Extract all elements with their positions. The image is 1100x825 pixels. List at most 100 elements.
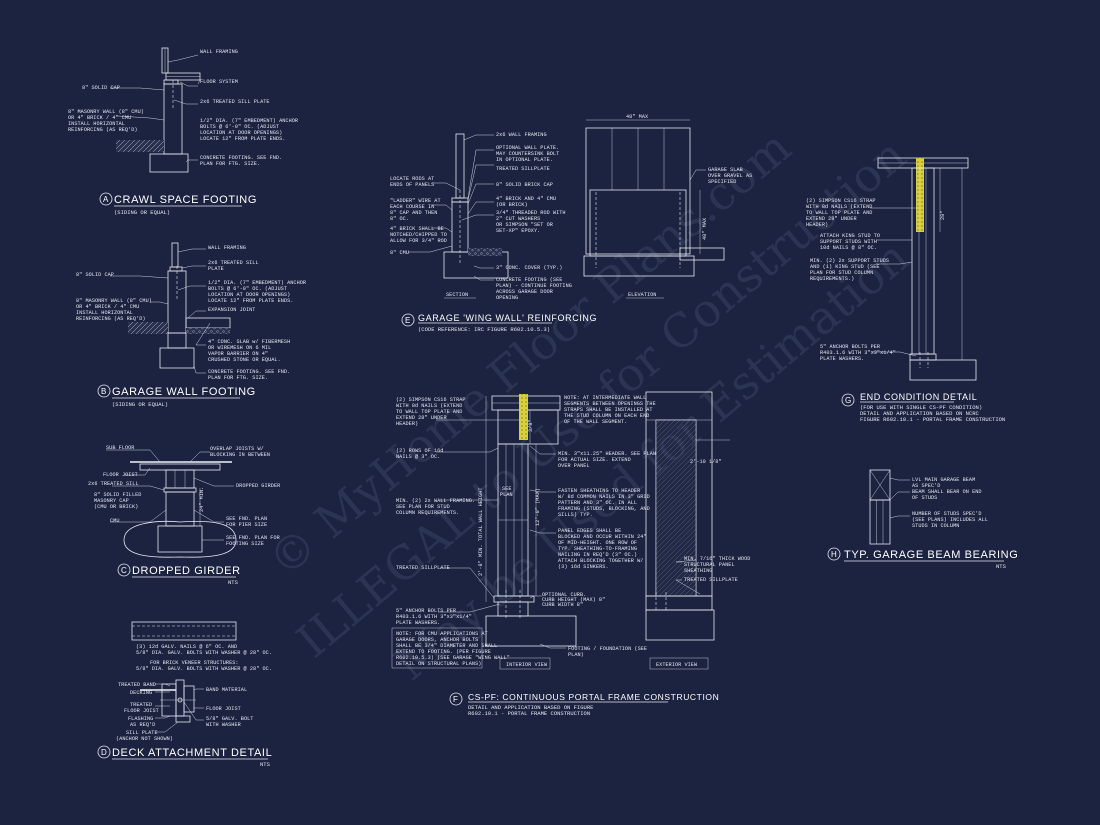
detail-letter: F bbox=[453, 695, 458, 704]
dimension: 2'-10 1/8" bbox=[690, 459, 722, 465]
note: CMU bbox=[110, 518, 120, 524]
note: STRUCTURAL PANEL bbox=[684, 562, 735, 568]
note: LOCATE 12" FROM PLATE ENDS. bbox=[208, 298, 293, 304]
note: MAY COUNTERSINK BOLT bbox=[496, 151, 559, 157]
note: CONCRETE FOOTING. SEE FND. bbox=[208, 369, 290, 375]
note: EXTEND TO FOOTING. (PER FIGURE bbox=[396, 649, 491, 655]
note: NAILS @ 3" OC. bbox=[396, 454, 440, 460]
note: FLASHING bbox=[128, 716, 153, 722]
detail-bubble bbox=[97, 745, 111, 759]
note: FOOTING / FOUNDATION (SEE bbox=[568, 646, 647, 652]
note: (SEE PLANS) INCLUDES ALL bbox=[912, 517, 988, 523]
note: ACROSS GARAGE DOOR bbox=[496, 289, 553, 295]
note: PATTERN AND 3" OC. IN ALL bbox=[558, 500, 637, 506]
note: SET-XP" EPOXY. bbox=[496, 228, 540, 234]
detail-subtitle: (SIDING OR EQUAL) bbox=[112, 401, 168, 408]
note: GARAGE DOORS, ANCHOR BOLTS bbox=[396, 637, 478, 643]
detail-title: GARAGE 'WING WALL' REINFORCING bbox=[418, 313, 597, 323]
detail-letter: H bbox=[831, 550, 837, 559]
note: (2) SIMPSON CS16 STRAP bbox=[396, 397, 466, 403]
note: EXTEND 28" UNDER bbox=[806, 216, 857, 222]
note: 2" CUT WASHERS bbox=[496, 216, 540, 222]
detail-subtitle: DETAIL AND APPLICATION BASED ON NCRC bbox=[860, 410, 980, 417]
note: WALL FRAMING bbox=[200, 49, 238, 55]
note: OF MID-HEIGHT. ONE ROW OF bbox=[558, 540, 637, 546]
note: SPECIFIED bbox=[708, 179, 736, 185]
dimension: 28" bbox=[940, 211, 946, 221]
note: OR 4" BRICK / 4" CMU bbox=[76, 304, 139, 310]
note: WALL FRAMING bbox=[208, 245, 246, 251]
note: 2x6 TREATED SILL bbox=[88, 481, 139, 487]
note: OF STUDS bbox=[912, 495, 937, 501]
detail-portal-frame: SEE PLAN 2'-8" MIN. TOTAL WALL HEIGHT 12… bbox=[391, 391, 750, 717]
note: INSTALL HORIZONTAL bbox=[76, 310, 133, 316]
note: EACH COURSE IN bbox=[390, 204, 434, 210]
dimension: 3/8" bbox=[528, 419, 534, 432]
note: (OR BRICK) bbox=[496, 202, 528, 208]
view-label: ELEVATION bbox=[628, 292, 656, 298]
note: OR 4" BRICK / 4" CMU bbox=[68, 115, 131, 121]
note: 3/4" THREADED ROD WITH bbox=[496, 210, 566, 216]
note: FLOOR SYSTEM bbox=[200, 79, 238, 85]
note: PLATE WASHERS. bbox=[820, 356, 864, 362]
note: CRUSHED STONE OR EQUAL. bbox=[208, 357, 281, 363]
note: ALLOW FOR 3/4" ROD bbox=[390, 238, 447, 244]
note: 8" SOLID FILLED bbox=[94, 492, 141, 498]
detail-letter: E bbox=[405, 316, 410, 325]
note: 1/2" DIA. (7" EMBEDMENT) ANCHOR bbox=[208, 280, 306, 286]
note: LVL MAIN GARAGE BEAM bbox=[912, 477, 975, 483]
note: SILLS) TYP. bbox=[558, 512, 593, 518]
detail-title: END CONDITION DETAIL bbox=[860, 392, 977, 402]
note: TREATED bbox=[130, 702, 152, 708]
note: PLAN FOR FTG. SIZE. bbox=[200, 161, 260, 167]
detail-subtitle: (SIDING OR EQUAL) bbox=[114, 209, 170, 216]
detail-title: DECK ATTACHMENT DETAIL bbox=[112, 747, 272, 759]
dimension: 48" MAX bbox=[626, 114, 649, 120]
note: STRAPS SHALL BE INSTALLED AT bbox=[564, 407, 653, 413]
note: TREATED SILLPLATE bbox=[396, 565, 450, 571]
note: (2) ROWS OF 16d bbox=[396, 448, 443, 454]
note: SEE PLAN FOR STUD bbox=[396, 504, 450, 510]
note: AND (1) KING STUD (SEE bbox=[810, 264, 880, 270]
note: HEADER) bbox=[396, 421, 418, 427]
note: WITH 8d NAILS (EXTEND bbox=[396, 403, 462, 409]
detail-title: CS-PF: CONTINUOUS PORTAL FRAME CONSTRUCT… bbox=[468, 692, 719, 702]
note: FASTEN SHEATHING TO HEADER bbox=[558, 488, 640, 494]
note: PLAN FOR FTG. SIZE. bbox=[208, 375, 268, 381]
note: COLUMN REQUIREMENTS. bbox=[396, 510, 459, 516]
note: SEE FND. PLAN bbox=[226, 516, 267, 522]
note: 2x6 WALL FRAMING bbox=[496, 132, 547, 138]
note: FOOTING SIZE bbox=[226, 541, 264, 547]
detail-bubble bbox=[401, 313, 415, 327]
note: 5/8" DIA. GALV. BOLTS WITH WASHER @ 28" … bbox=[136, 666, 272, 672]
note: NUMBER OF STUDS SPEC'D bbox=[912, 511, 982, 517]
note: 5/8" GALV. BOLT bbox=[206, 716, 253, 722]
view-label: EXTERIOR VIEW bbox=[656, 662, 698, 668]
dimension: 24" MIN. bbox=[199, 487, 205, 512]
note: OPENING bbox=[496, 295, 518, 301]
note: PLAN bbox=[500, 492, 513, 498]
note: CURB WIDTH 8" bbox=[542, 602, 583, 608]
note: FLOOR JOIST bbox=[206, 706, 241, 712]
detail-subtitle: (CODE REFERENCE: IRC FIGURE R602.10.5.3) bbox=[418, 326, 550, 333]
note: (3) 16d SINKERS. bbox=[558, 564, 609, 570]
note: (2) SIMPSON CS16 STRAP bbox=[806, 198, 876, 204]
detail-letter: A bbox=[103, 195, 109, 204]
note: OVER PANEL bbox=[558, 463, 590, 469]
note: TREATED SILLPLATE bbox=[684, 577, 738, 583]
note: SILL PLATE bbox=[126, 730, 158, 736]
note: MIN. 3"x11.25" HEADER. SEE PLAN bbox=[558, 451, 656, 457]
note: "LADDER" WIRE AT bbox=[390, 198, 441, 204]
note: PLATE WASHERS. bbox=[396, 620, 440, 626]
note: OF THE WALL SEGMENT. bbox=[564, 419, 627, 425]
detail-bubble bbox=[841, 393, 855, 407]
note: 10d NAILS @ 8" OC. bbox=[820, 245, 877, 251]
note: ENDS OF PANELS bbox=[390, 182, 434, 188]
note: R602.10.5.3) (SEE GARAGE "WING WALL" bbox=[396, 655, 510, 661]
note: R403.1.6 WITH 3"x3"x1/4" bbox=[396, 614, 472, 620]
detail-letter: C bbox=[121, 566, 127, 575]
note: 5/8" DIA. GALV. BOLTS WITH WASHER @ 28" … bbox=[136, 650, 272, 656]
note: (CMU OR BRICK) bbox=[94, 504, 138, 510]
detail-scale: NTS bbox=[260, 761, 271, 768]
note: BOLTS @ 6'-0" OC. (ADJUST bbox=[200, 124, 279, 130]
